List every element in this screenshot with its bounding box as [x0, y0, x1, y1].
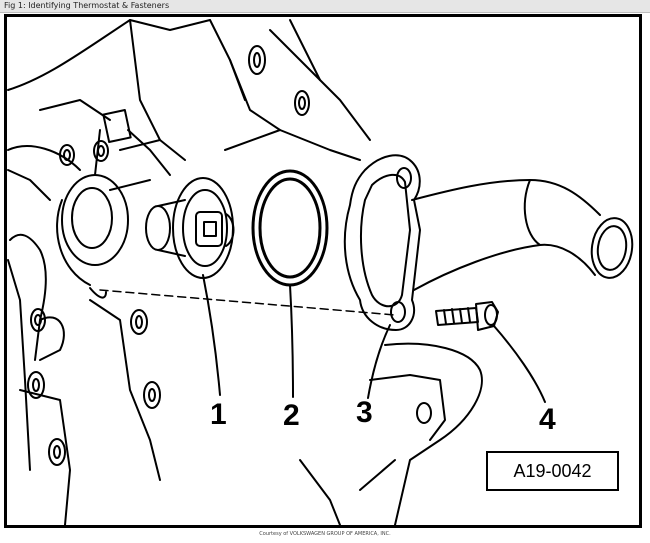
figure-code-box: A19-0042 — [486, 451, 619, 491]
thermostat-part — [145, 177, 235, 279]
thermostat-cover-part — [343, 154, 634, 331]
sealing-ring-part — [251, 169, 329, 287]
bolt-part — [435, 301, 499, 331]
callout-2: 2 — [283, 399, 300, 432]
alignment-line — [99, 289, 396, 316]
sensor-connector — [94, 109, 171, 176]
image-credit: Courtesy of VOLKSWAGEN GROUP OF AMERICA,… — [259, 531, 391, 537]
block-holes — [27, 45, 310, 466]
title-bar: Fig 1: Identifying Thermostat & Fastener… — [0, 0, 650, 13]
callout-4: 4 — [539, 403, 556, 436]
mounting-bracket — [299, 342, 483, 526]
callout-1: 1 — [210, 398, 227, 431]
figure-title: Fig 1: Identifying Thermostat & Fastener… — [4, 1, 170, 10]
figure-frame — [4, 14, 642, 528]
thermostat-housing-opening — [56, 174, 129, 299]
leader-lines — [202, 274, 546, 403]
callout-3: 3 — [356, 396, 373, 429]
